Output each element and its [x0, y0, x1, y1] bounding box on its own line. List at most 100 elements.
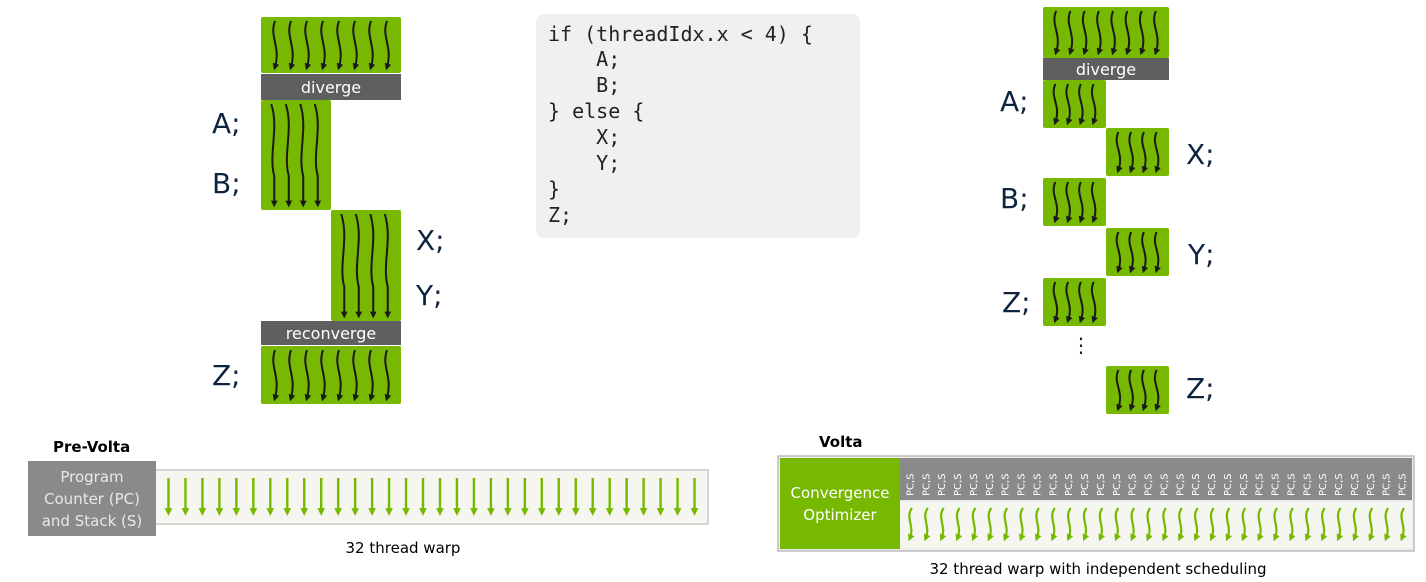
diverge-bar — [261, 74, 401, 100]
thread-arrow — [1241, 507, 1248, 542]
convergence-optimizer-label: Convergence — [791, 484, 890, 502]
thread-arrow — [1130, 507, 1137, 542]
thread-arrows — [164, 478, 699, 516]
pre-volta-flow: diverge reconverge A; B; X; Y; Z; — [212, 17, 445, 404]
thread-arrow — [939, 507, 947, 542]
thread-arrow — [368, 349, 376, 402]
pcs-label: PC,S — [985, 473, 996, 496]
pcs-label: PC,S — [1144, 473, 1155, 496]
code-line: Z; — [548, 203, 572, 227]
thread-group-y — [1106, 228, 1169, 276]
thread-arrows — [908, 507, 1407, 542]
thread-block — [1043, 178, 1106, 226]
thread-arrow — [1067, 10, 1075, 56]
thread-arrow — [1065, 181, 1073, 224]
ellipsis: ⋮ — [1071, 333, 1091, 357]
thread-group-xy — [331, 210, 401, 321]
thread-arrow — [1078, 83, 1086, 126]
thread-arrow — [1209, 507, 1217, 542]
caption: 32 thread warp with independent scheduli… — [929, 560, 1266, 578]
pcs-label: PC,S — [1080, 473, 1091, 496]
thread-arrow — [272, 20, 280, 71]
pcs-label: PC,S — [1223, 473, 1234, 496]
label-b: B; — [212, 167, 241, 200]
thread-block — [1106, 366, 1169, 414]
thread-arrow — [1257, 507, 1264, 542]
thread-block — [1043, 80, 1106, 128]
thread-arrow — [1146, 507, 1153, 542]
program-counter-label: and Stack (S) — [42, 512, 143, 530]
caption: 32 thread warp — [346, 539, 461, 557]
thread-arrow — [1115, 369, 1123, 412]
thread-arrow — [1273, 507, 1280, 542]
pcs-label: PC,S — [1350, 473, 1361, 496]
code-snippet: if (threadIdx.x < 4) { A; B; } else { X;… — [536, 14, 860, 238]
thread-group-ab — [261, 100, 331, 210]
thread-arrow — [1138, 10, 1146, 56]
thread-arrow — [1078, 181, 1086, 224]
thread-arrow — [1066, 507, 1074, 542]
diverge-bar — [1043, 58, 1169, 80]
thread-arrow — [1052, 181, 1060, 224]
thread-arrow — [336, 20, 344, 71]
pcs-label: PC,S — [1255, 473, 1266, 496]
program-counter-label: Counter (PC) — [44, 490, 140, 508]
thread-arrow — [1019, 507, 1026, 542]
thread-arrow — [923, 507, 931, 542]
volta-flow: diverge A; X; B; Y; Z; ⋮ Z; — [1000, 7, 1215, 414]
thread-group-b — [1043, 178, 1106, 226]
label-x: X; — [1186, 138, 1215, 171]
thread-arrow — [1090, 83, 1098, 126]
thread-arrow — [1096, 10, 1104, 56]
pcs-label: PC,S — [905, 473, 916, 496]
pcs-strip — [900, 458, 1412, 500]
pcs-label: PC,S — [1271, 473, 1282, 496]
thread-group-top — [261, 17, 401, 73]
label-z: Z; — [1186, 372, 1215, 405]
code-line: B; — [548, 73, 620, 97]
thread-arrow — [1082, 507, 1090, 542]
thread-arrow — [1128, 231, 1136, 274]
thread-group-z1 — [1043, 278, 1106, 326]
thread-arrow — [270, 103, 278, 208]
thread-arrow — [1162, 507, 1169, 542]
pcs-label: PC,S — [1064, 473, 1075, 496]
thread-arrow — [304, 20, 312, 71]
thread-arrow — [1128, 369, 1136, 412]
thread-group-x — [1106, 128, 1169, 176]
pcs-label: PC,S — [1334, 473, 1345, 496]
pcs-label: PC,S — [1001, 473, 1012, 496]
thread-arrow — [1336, 507, 1344, 542]
diverge-label: diverge — [1076, 60, 1136, 79]
thread-arrow — [1320, 507, 1328, 542]
code-line: if (threadIdx.x < 4) { — [548, 22, 813, 46]
code-line: } else { — [548, 99, 644, 123]
pcs-label: PC,S — [1286, 473, 1297, 496]
thread-arrow — [1078, 281, 1086, 324]
thread-arrow — [971, 507, 979, 542]
code-line: Y; — [548, 151, 620, 175]
label-z: Z; — [212, 359, 241, 392]
pcs-label: PC,S — [1366, 473, 1377, 496]
thread-block — [261, 346, 401, 404]
thread-arrow — [288, 349, 296, 402]
pcs-label: PC,S — [1032, 473, 1043, 496]
reconverge-bar — [261, 321, 401, 345]
thread-arrow — [1124, 10, 1132, 56]
thread-block — [1043, 7, 1169, 58]
thread-arrow — [1153, 131, 1161, 174]
thread-arrow — [354, 213, 363, 319]
convergence-optimizer-label: Optimizer — [803, 506, 877, 524]
thread-arrow — [1115, 131, 1123, 174]
pcs-label: PC,S — [1207, 473, 1218, 496]
section-title: Pre-Volta — [53, 438, 130, 456]
pcs-label: PC,S — [1096, 473, 1107, 496]
thread-arrow — [1141, 231, 1149, 274]
thread-arrow — [352, 349, 360, 402]
pcs-label: PC,S — [969, 473, 980, 496]
thread-arrow — [1153, 231, 1161, 274]
thread-arrow — [1052, 83, 1060, 126]
pcs-label: PC,S — [1175, 473, 1186, 496]
convergence-optimizer-box — [780, 458, 900, 549]
